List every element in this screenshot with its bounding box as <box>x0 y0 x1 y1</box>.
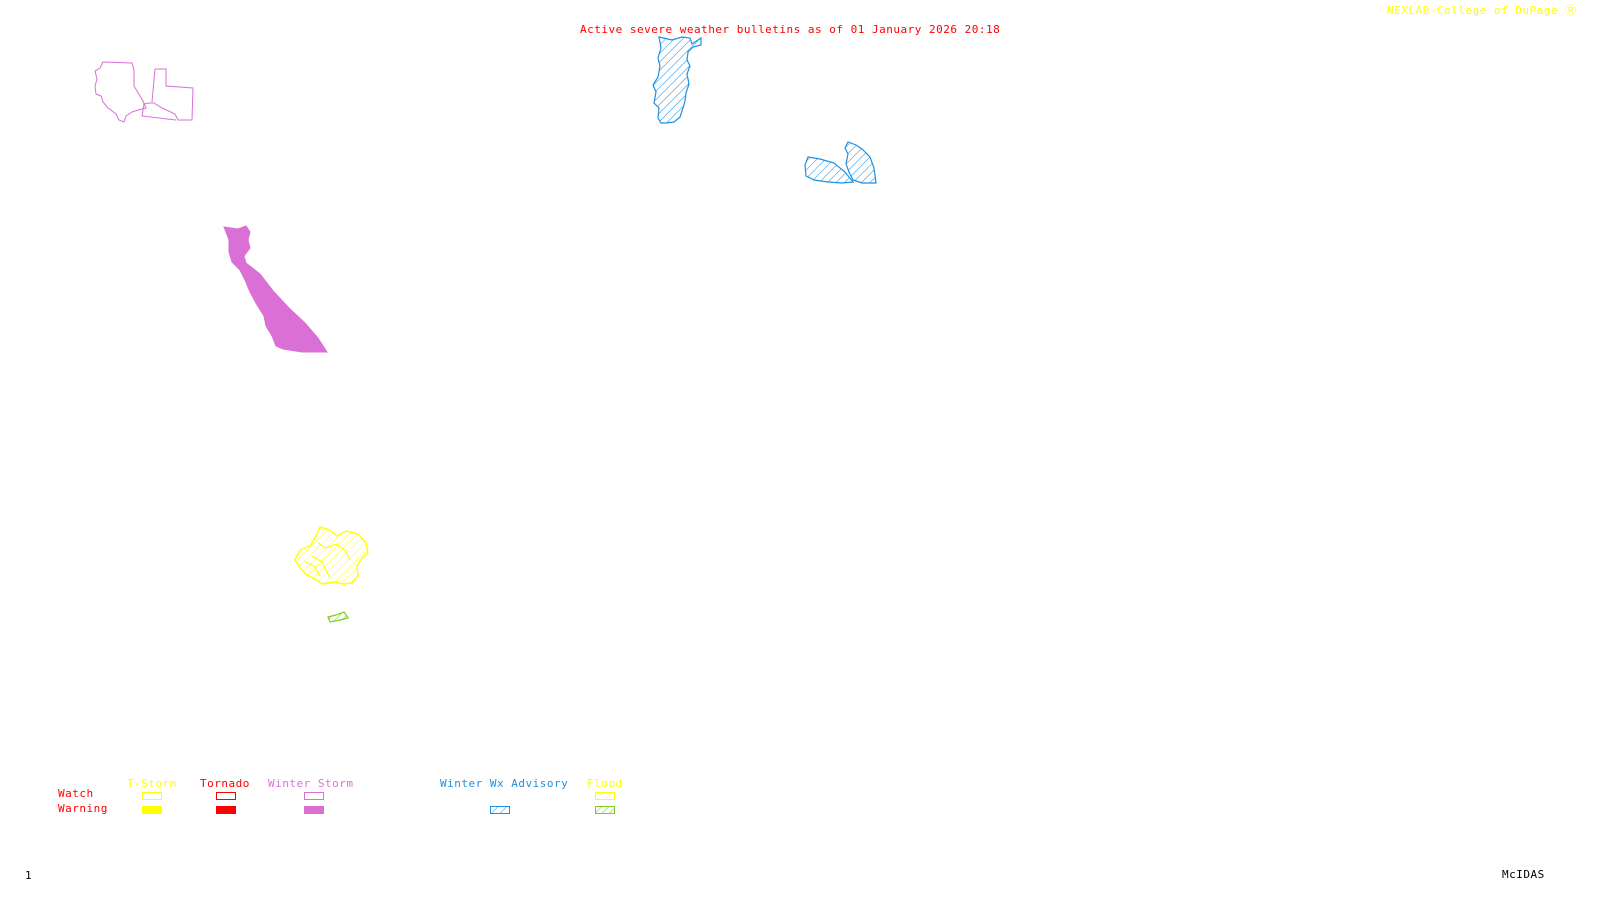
legend-swatch-winter-wx-advisory-warning <box>490 806 510 814</box>
legend-header-winter-storm: Winter Storm <box>268 777 354 790</box>
frame-number: 1 <box>25 869 33 882</box>
legend-swatch-flood-watch <box>595 792 615 800</box>
legend-header-winter-wx-advisory: Winter Wx Advisory <box>440 777 569 790</box>
logo-icon: Ⓡ <box>1565 4 1577 17</box>
legend-swatch-tstorm-watch <box>142 792 162 800</box>
winter-storm-watch-area <box>94 61 194 123</box>
flood-warning-area <box>327 611 349 623</box>
legend-swatch-tstorm-warning <box>142 806 162 814</box>
credit-text: NEXLAB-College of DuPage <box>1387 4 1558 17</box>
flood-watch-area <box>294 526 369 585</box>
credit-label: NEXLAB-College of DuPage Ⓡ <box>1387 5 1577 17</box>
winter-wx-advisory-area-east <box>804 141 877 184</box>
legend-row-label-warning: Warning <box>58 802 108 815</box>
legend-swatch-winter-storm-warning <box>304 806 324 814</box>
legend-swatch-tornado-warning <box>216 806 236 814</box>
legend-header-tstorm: T-Storm <box>127 777 177 790</box>
legend-swatch-winter-storm-watch <box>304 792 324 800</box>
legend-header-tornado: Tornado <box>200 777 250 790</box>
winter-wx-advisory-area-north <box>652 36 702 124</box>
map-title: Active severe weather bulletins as of 01… <box>580 23 1001 36</box>
legend-row-label-watch: Watch <box>58 787 94 800</box>
software-label: McIDAS <box>1502 868 1545 881</box>
legend-swatch-flood-warning <box>595 806 615 814</box>
legend-header-flood: Flood <box>587 777 623 790</box>
winter-storm-warning-area <box>223 225 328 353</box>
legend-swatch-tornado-watch <box>216 792 236 800</box>
